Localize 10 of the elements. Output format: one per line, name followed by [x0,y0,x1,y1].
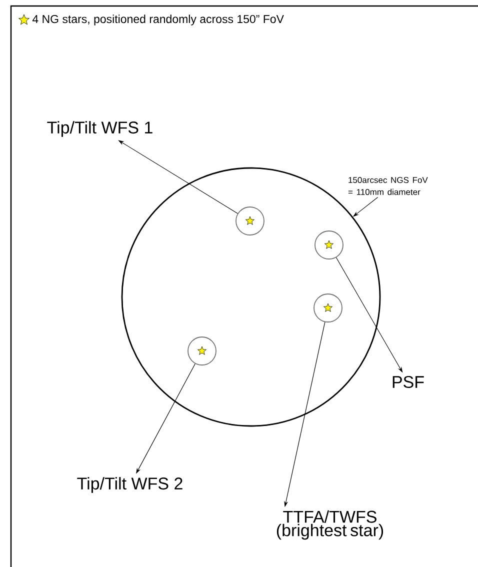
callout-label: Tip/Tilt WFS 1 [47,121,152,137]
star-marker [236,206,264,236]
legend-text: 4 NG stars, positioned randomly across 150” FoV [32,14,284,26]
annotation-text: 150arcsec NGS FoV = 110mm diameter [348,177,428,195]
star-marker [314,230,344,260]
callout-label: PSF [392,376,424,388]
star-marker [314,294,342,322]
star-marker [188,336,216,366]
callout-label: TTFA/TWFS (brightest star) [276,510,384,540]
callout-label: Tip/Tilt WFS 2 [77,477,182,493]
